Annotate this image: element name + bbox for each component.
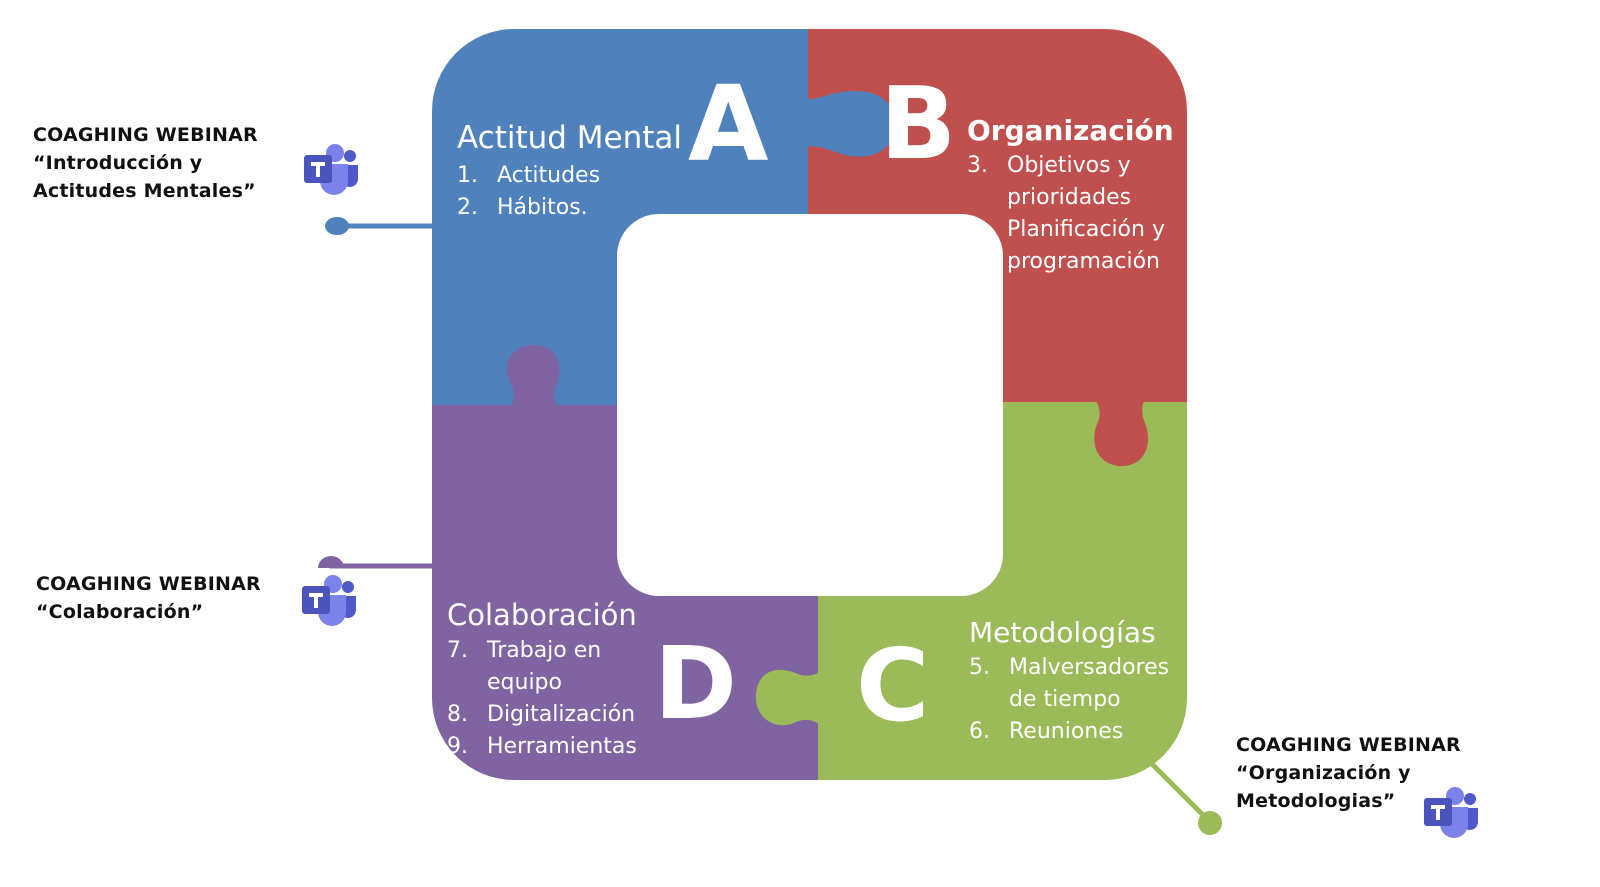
teams-icon[interactable]: [1422, 786, 1482, 838]
piece-d-knob: [506, 344, 560, 407]
piece-d-list: 7.Trabajo en equipo 8.Digitalización 9.H…: [447, 635, 637, 763]
webinar-heading: COAGHING WEBINAR: [33, 124, 258, 146]
webinar-heading: COAGHING WEBINAR: [36, 573, 261, 595]
webinar-topic-line: Actitudes Mentales”: [33, 180, 256, 202]
teams-icon[interactable]: [300, 574, 360, 626]
webinar-topic-line: “Colaboración”: [36, 601, 204, 623]
connector-webinar-1: [325, 217, 440, 235]
webinar-label-3: COAGHING WEBINAR “Organización y Metodol…: [1236, 731, 1461, 815]
piece-d-letter: D: [654, 625, 738, 742]
webinar-topic-line: “Introducción y: [33, 152, 203, 174]
webinar-label-1: COAGHING WEBINAR “Introducción y Actitud…: [33, 121, 258, 205]
list-item: programación: [1007, 249, 1161, 274]
webinar-topic-line: “Organización y: [1236, 762, 1411, 784]
webinar-label-2: COAGHING WEBINAR “Colaboración”: [36, 570, 261, 626]
piece-c-letter: C: [856, 627, 930, 744]
teams-icon[interactable]: [302, 143, 362, 195]
piece-a-list: 1.Actitudes 2.Hábitos.: [457, 160, 600, 224]
list-item: prioridades: [1007, 185, 1132, 210]
webinar-topic-line: Metodologias”: [1236, 790, 1396, 812]
list-item: 1.Actitudes: [457, 163, 601, 188]
piece-b-knob: [1094, 400, 1149, 467]
list-item: Planificación y: [1007, 217, 1165, 242]
piece-a-letter: A: [688, 63, 769, 185]
list-item: 6.Reuniones: [969, 719, 1124, 744]
list-item: 3.Objetivos y: [967, 153, 1131, 178]
connector-webinar-2: [318, 556, 440, 569]
list-item: 2.Hábitos.: [457, 195, 588, 220]
piece-b-title: Organización: [967, 114, 1174, 147]
list-item: 9.Herramientas: [447, 734, 637, 759]
list-item: de tiempo: [1009, 687, 1121, 712]
list-item: 8.Digitalización: [447, 702, 636, 727]
piece-a-title: Actitud Mental: [457, 120, 683, 156]
piece-b-letter: B: [880, 65, 957, 182]
webinar-heading: COAGHING WEBINAR: [1236, 734, 1461, 756]
piece-c-title: Metodologías: [969, 616, 1156, 649]
list-item: equipo: [487, 670, 562, 695]
list-item: 7.Trabajo en: [447, 638, 602, 663]
center-hole: [617, 214, 1003, 596]
piece-a-knob: [806, 91, 896, 157]
piece-c-list: 5.Malversadores de tiempo 6.Reuniones: [969, 652, 1169, 748]
piece-b-list: 3.Objetivos y prioridades Planificación …: [967, 150, 1165, 278]
connector-webinar-3: [1148, 760, 1222, 835]
list-item: 5.Malversadores: [969, 655, 1170, 680]
piece-d-title: Colaboración: [447, 598, 637, 632]
piece-c-knob: [755, 669, 820, 726]
